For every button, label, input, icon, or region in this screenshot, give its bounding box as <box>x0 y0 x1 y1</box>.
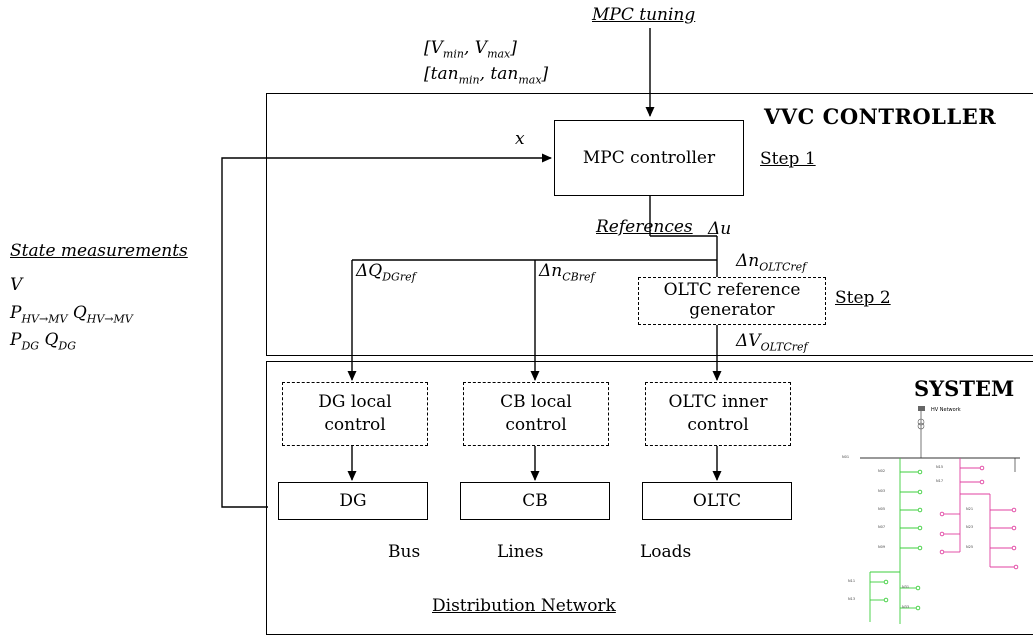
vvc-controller-title: VVC CONTROLLER <box>764 104 997 129</box>
dq-dg-ref-label: ΔQDGref <box>356 261 416 284</box>
cb-device-box: CB <box>460 482 610 520</box>
svg-text:N23: N23 <box>966 525 973 529</box>
mpc-controller-box: MPC controller <box>554 120 744 196</box>
svg-text:N25: N25 <box>966 545 973 549</box>
state-v: V <box>10 275 23 295</box>
distribution-network-label: Distribution Network <box>432 596 616 616</box>
oltc-ref-gen-line2: generator <box>689 300 775 320</box>
dn-oltc-ref-label: ΔnOLTCref <box>736 251 807 274</box>
oltc-inner-control-box: OLTC inner control <box>645 382 791 446</box>
dg-local-control-box: DG local control <box>282 382 428 446</box>
svg-text:N01: N01 <box>842 455 849 459</box>
svg-text:N33: N33 <box>902 605 909 609</box>
state-p-q-dg: PDG QDG <box>10 330 77 353</box>
svg-text:N05: N05 <box>878 507 885 511</box>
loads-label: Loads <box>640 542 692 562</box>
svg-text:N09: N09 <box>878 545 885 549</box>
dn-cb-ref-label: ΔnCBref <box>539 261 595 284</box>
vvc-controller-frame <box>266 93 1033 356</box>
oltc-reference-generator-box: OLTC reference generator <box>638 277 826 325</box>
svg-text:N15: N15 <box>936 465 943 469</box>
delta-u-label: Δu <box>708 219 732 239</box>
svg-text:N21: N21 <box>966 507 973 511</box>
svg-text:N03: N03 <box>878 489 885 493</box>
tan-limits-label: [tanmin, tanmax] <box>424 64 549 87</box>
bus-label: Bus <box>388 542 421 562</box>
dv-oltc-ref-label: ΔVOLTCref <box>736 331 808 354</box>
mpc-controller-label: MPC controller <box>582 148 716 168</box>
svg-text:N07: N07 <box>878 525 885 529</box>
lines-label: Lines <box>497 542 544 562</box>
state-p-q-hv-mv: PHV→MV QHV→MV <box>10 303 133 326</box>
svg-text:N11: N11 <box>848 579 855 583</box>
cb-local-control-box: CB local control <box>463 382 609 446</box>
svg-text:N02: N02 <box>878 469 885 473</box>
svg-text:N13: N13 <box>848 597 855 601</box>
references-label: References <box>596 217 693 237</box>
svg-text:N31: N31 <box>902 585 909 589</box>
system-title: SYSTEM <box>914 376 1015 401</box>
step1-label: Step 1 <box>760 149 816 169</box>
v-limits-label: [Vmin, Vmax] <box>424 38 517 61</box>
state-x-label: x <box>515 129 525 149</box>
oltc-device-box: OLTC <box>642 482 792 520</box>
svg-text:N17: N17 <box>936 479 943 483</box>
mpc-tuning-label: MPC tuning <box>592 5 696 25</box>
oltc-ref-gen-line1: OLTC reference <box>663 280 801 301</box>
hv-network-label: HV Network <box>931 407 961 413</box>
dg-device-box: DG <box>278 482 428 520</box>
state-measurements-title: State measurements <box>10 241 188 261</box>
feedback-loop <box>221 153 552 508</box>
step2-label: Step 2 <box>835 288 891 308</box>
